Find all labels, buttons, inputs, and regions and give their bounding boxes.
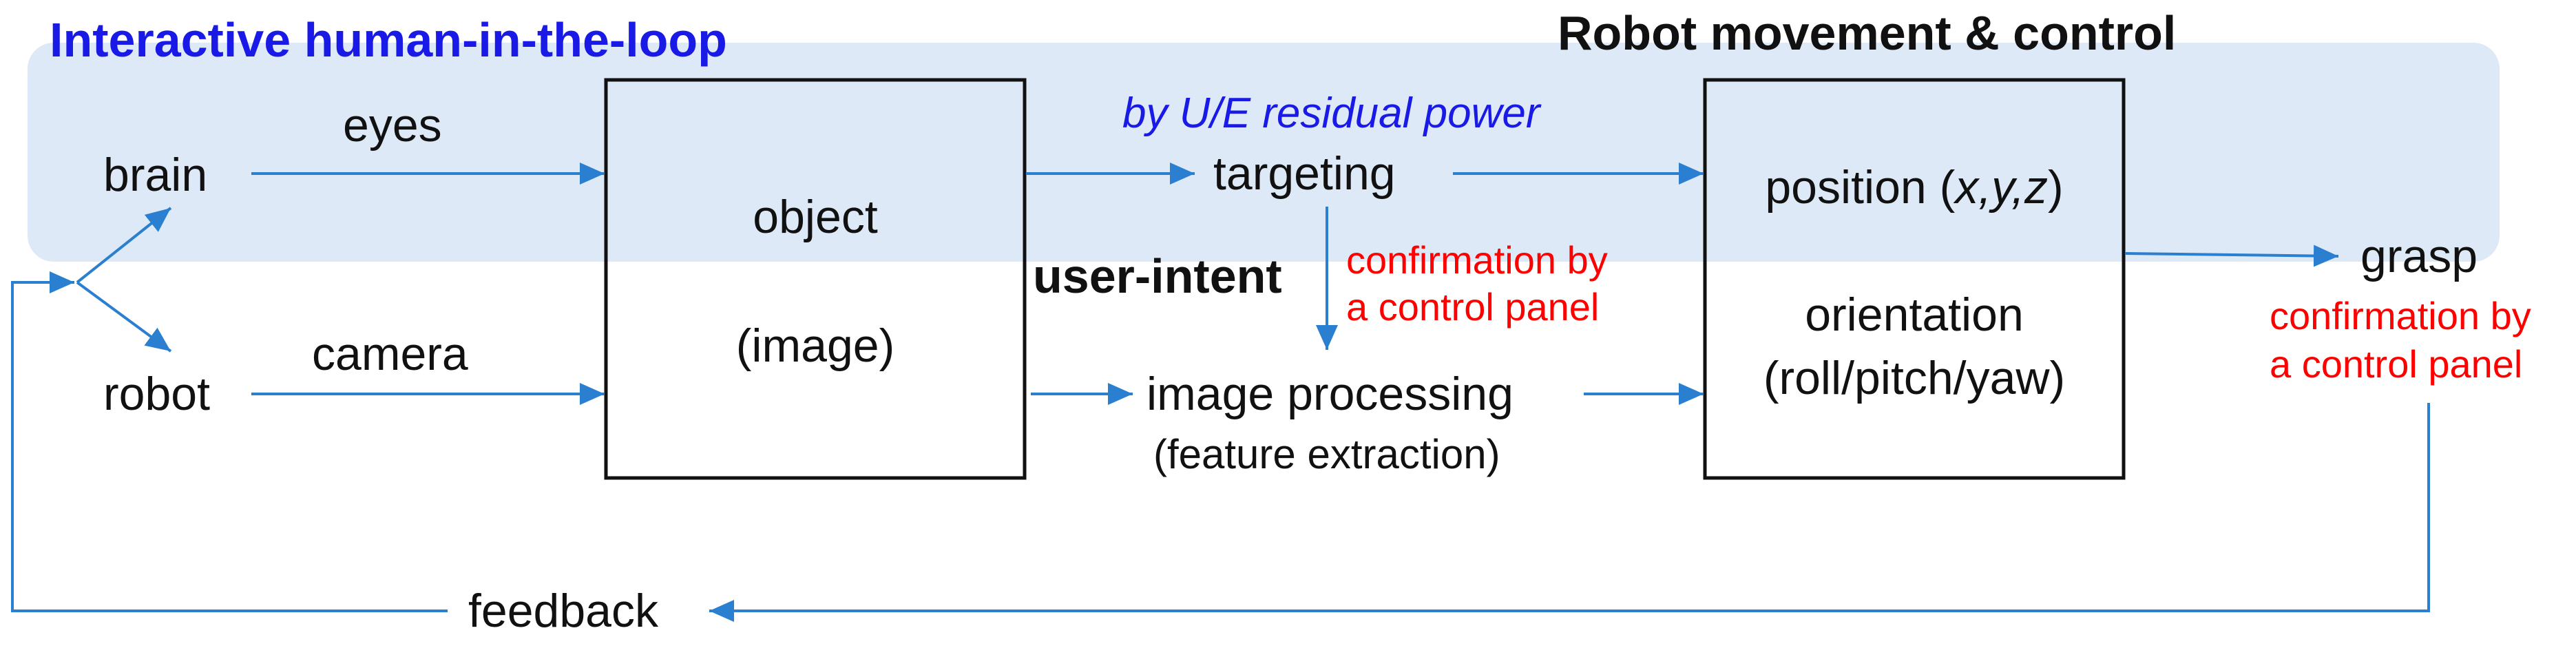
eyes-label: eyes bbox=[343, 99, 442, 152]
position-label: position (x,y,z) bbox=[1765, 161, 2063, 213]
arrow-grasp-feedback bbox=[709, 403, 2430, 622]
mid-confirm-line1: confirmation by bbox=[1346, 238, 1608, 282]
hitl-band bbox=[28, 43, 2500, 262]
robot-label: robot bbox=[103, 368, 210, 420]
object-box bbox=[604, 78, 1027, 480]
feedback-label: feedback bbox=[468, 585, 659, 637]
robot-control-header: Robot movement & control bbox=[1558, 6, 2176, 60]
orientation-detail-label: (roll/pitch/yaw) bbox=[1763, 352, 2065, 404]
user-intent-label: user-intent bbox=[1033, 249, 1282, 303]
orientation-label: orientation bbox=[1805, 289, 2024, 341]
camera-label: camera bbox=[312, 328, 468, 380]
grasp-label: grasp bbox=[2360, 230, 2478, 282]
targeting-label: targeting bbox=[1213, 147, 1396, 200]
object-label: object bbox=[753, 191, 878, 243]
arrow-split-to-brain bbox=[76, 207, 172, 284]
arrow-split-to-robot bbox=[76, 281, 172, 353]
mid-confirm-line2: a control panel bbox=[1346, 285, 1599, 329]
control-box bbox=[1703, 78, 2126, 480]
right-confirm-line1: confirmation by bbox=[2270, 294, 2531, 337]
right-confirm-line2: a control panel bbox=[2270, 342, 2522, 386]
image-label: (image) bbox=[736, 320, 895, 372]
arrow-feedback-loop-return bbox=[11, 271, 448, 612]
by-ue-residual-power: by U/E residual power bbox=[1122, 90, 1542, 137]
feature-extraction-label: (feature extraction) bbox=[1153, 431, 1500, 477]
brain-label: brain bbox=[103, 149, 207, 201]
hitl-header: Interactive human-in-the-loop bbox=[50, 13, 727, 67]
arrow-control-grasp bbox=[2124, 244, 2339, 267]
image-processing-label: image processing bbox=[1146, 368, 1514, 420]
